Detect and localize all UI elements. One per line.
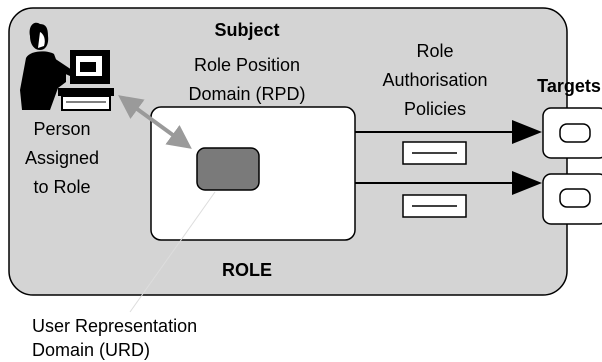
policy-arrow-top [355,120,542,144]
policy-arrow-bottom [355,171,542,195]
target-object-icon [542,107,602,159]
policies-label-line1: Role [416,41,453,61]
person-label-line3: to Role [33,177,90,197]
subject-title: Subject [214,20,279,40]
urd-label-line1: User Representation [32,316,197,336]
policy-document-icon [402,141,467,165]
role-label: ROLE [222,260,272,280]
targets-label: Targets [537,76,601,96]
urd-leader-line [129,191,216,313]
person-at-computer-icon [20,22,114,111]
assignment-arrow [118,95,192,149]
urd-label-line2: Domain (URD) [32,340,150,360]
person-label-line2: Assigned [25,148,99,168]
rpd-label-line2: Domain (RPD) [188,84,305,104]
urd-box [196,147,260,191]
policies-label-line3: Policies [404,99,466,119]
policy-document-icon [402,194,467,218]
target-object-icon [542,173,602,225]
person-label-line1: Person [33,119,90,139]
rpd-label-line1: Role Position [194,55,300,75]
policies-label-line2: Authorisation [382,70,487,90]
